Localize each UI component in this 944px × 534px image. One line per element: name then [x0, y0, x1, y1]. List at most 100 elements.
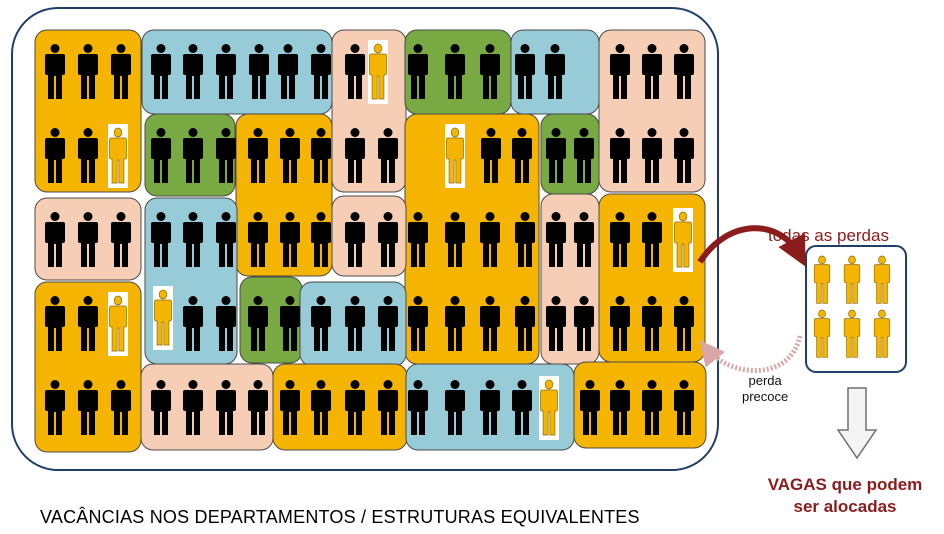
person-icon	[445, 380, 465, 435]
person-icon	[642, 44, 662, 99]
person-icon	[408, 380, 428, 435]
early-loss-line-1: perda	[748, 373, 782, 388]
vacant-person-icon	[109, 295, 127, 352]
person-icon	[674, 380, 694, 435]
loss-arrow	[697, 225, 806, 267]
person-icon	[45, 44, 65, 99]
lost-person-icon	[843, 309, 861, 358]
people-grid	[45, 40, 694, 440]
lost-person-icon	[843, 255, 861, 304]
vacant-person-icon	[446, 127, 464, 184]
lost-person-icon	[873, 255, 891, 304]
person-icon	[345, 380, 365, 435]
person-icon	[610, 212, 630, 267]
person-icon	[216, 44, 236, 99]
person-icon	[512, 380, 532, 435]
person-icon	[111, 212, 131, 267]
caption: VACÂNCIAS NOS DEPARTAMENTOS / ESTRUTURAS…	[40, 507, 640, 527]
person-icon	[151, 128, 171, 183]
person-icon	[216, 296, 236, 351]
person-icon	[515, 44, 535, 99]
person-icon	[183, 128, 203, 183]
lost-person-icon	[873, 309, 891, 358]
person-icon	[546, 296, 566, 351]
person-icon	[408, 296, 428, 351]
person-icon	[480, 380, 500, 435]
person-icon	[345, 128, 365, 183]
person-icon	[111, 380, 131, 435]
person-icon	[78, 212, 98, 267]
person-icon	[480, 44, 500, 99]
person-icon	[445, 44, 465, 99]
all-losses-pool	[805, 245, 907, 373]
vacant-person-icon	[109, 127, 127, 184]
person-icon	[674, 44, 694, 99]
person-icon	[642, 296, 662, 351]
person-icon	[183, 44, 203, 99]
person-icon	[216, 380, 236, 435]
person-icon	[311, 128, 331, 183]
person-icon	[280, 212, 300, 267]
person-icon	[280, 380, 300, 435]
person-icon	[642, 128, 662, 183]
person-icon	[183, 380, 203, 435]
person-icon	[45, 296, 65, 351]
person-icon	[515, 212, 535, 267]
person-icon	[445, 296, 465, 351]
all-losses-label: todas as perdas	[768, 226, 889, 245]
person-icon	[642, 380, 662, 435]
person-icon	[345, 296, 365, 351]
person-icon	[512, 128, 532, 183]
person-icon	[111, 44, 131, 99]
lost-person-icon	[813, 255, 831, 304]
vacant-person-icon	[369, 43, 387, 100]
person-icon	[515, 296, 535, 351]
person-icon	[311, 44, 331, 99]
person-icon	[545, 44, 565, 99]
person-icon	[610, 128, 630, 183]
person-icon	[45, 380, 65, 435]
person-icon	[378, 128, 398, 183]
person-icon	[216, 212, 236, 267]
person-icon	[311, 380, 331, 435]
early-loss-label: perda precoce	[742, 373, 788, 405]
person-icon	[546, 128, 566, 183]
person-icon	[345, 212, 365, 267]
person-icon	[183, 212, 203, 267]
vacancies-label: VAGAS que podem ser alocadas	[760, 474, 930, 518]
person-icon	[45, 212, 65, 267]
person-icon	[248, 128, 268, 183]
person-icon	[311, 212, 331, 267]
person-icon	[78, 128, 98, 183]
person-icon	[674, 296, 694, 351]
person-icon	[151, 212, 171, 267]
person-icon	[574, 128, 594, 183]
person-icon	[45, 128, 65, 183]
vacancies-line-1: VAGAS que podem	[767, 475, 923, 494]
person-icon	[481, 128, 501, 183]
person-icon	[574, 212, 594, 267]
person-icon	[408, 212, 428, 267]
person-icon	[610, 380, 630, 435]
person-icon	[642, 212, 662, 267]
person-icon	[183, 296, 203, 351]
vacant-person-icon	[154, 289, 172, 346]
person-icon	[580, 380, 600, 435]
person-icon	[280, 128, 300, 183]
person-icon	[610, 44, 630, 99]
vacancies-line-2: ser alocadas	[793, 497, 897, 516]
person-icon	[345, 44, 365, 99]
person-icon	[248, 212, 268, 267]
person-icon	[151, 380, 171, 435]
person-icon	[78, 380, 98, 435]
person-icon	[249, 44, 269, 99]
person-icon	[248, 380, 268, 435]
person-icon	[378, 380, 398, 435]
person-icon	[78, 296, 98, 351]
person-icon	[311, 296, 331, 351]
vacant-person-icon	[674, 211, 692, 268]
early-loss-line-2: precoce	[742, 389, 789, 404]
arrows	[697, 225, 878, 460]
vacant-person-icon	[540, 379, 558, 436]
